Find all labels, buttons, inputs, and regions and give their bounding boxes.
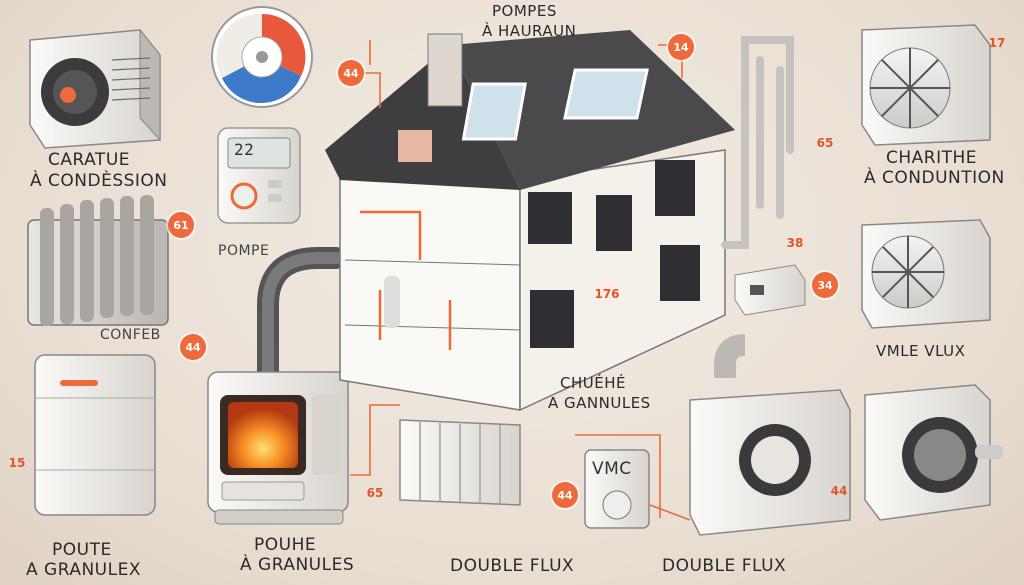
ventilation-drum-unit	[864, 384, 1003, 521]
label-double-flux-2: DOUBLE FLUX	[662, 556, 787, 576]
label-vmle-vlux: VMLE VLUX	[876, 342, 966, 360]
badge-65-bottom: 65	[366, 486, 384, 500]
label-caratue-line1: CARATUE	[48, 150, 131, 170]
badge-61-left: 61	[168, 212, 194, 238]
heat-pump-unit-mid-right	[861, 219, 991, 329]
junction-box	[734, 264, 806, 316]
cast-iron-radiator	[27, 195, 169, 326]
badge-176-house: 176	[594, 281, 620, 307]
thermostat	[217, 127, 301, 224]
pipes-assembly	[721, 36, 794, 249]
pellet-stove	[207, 247, 349, 525]
label-pompes-line1: POMPES	[492, 2, 557, 20]
label-chuehe-line1: CHUÉHÉ	[560, 374, 626, 392]
heat-pump-unit-top-left	[29, 28, 161, 149]
badge-14-top: 14	[668, 34, 694, 60]
badge-44-right: 44	[830, 484, 848, 498]
thermostat-display: 22	[234, 140, 255, 159]
label-caratue-line2: À CONDÈSSION	[30, 171, 168, 191]
label-pouhe-line2: À GRANULES	[240, 555, 355, 575]
label-vmc: VMC	[592, 459, 632, 479]
panel-radiator	[399, 419, 521, 506]
label-chariithe-line2: À CONDUNTION	[864, 168, 1005, 188]
badge-44-stove: 44	[180, 334, 206, 360]
badge-34-mid: 34	[812, 272, 838, 298]
boiler-cabinet-left	[34, 354, 156, 516]
badge-44-left: 44	[338, 60, 364, 86]
label-pompes-line2: À HAURAUN	[482, 22, 577, 40]
dial-gauge	[211, 6, 313, 108]
label-pompe: POMPE	[218, 243, 270, 259]
badge-15-left: 15	[8, 456, 26, 470]
label-confeb: CONFEB	[100, 327, 161, 343]
badge-65-right: 65	[816, 136, 834, 150]
label-pouite-line2: A GRANULEX	[26, 560, 141, 580]
badge-17-right: 17	[988, 36, 1006, 50]
label-double-flux-1: DOUBLE FLUX	[450, 556, 575, 576]
label-pouhe-line1: POUHE	[254, 535, 317, 555]
house-cutaway	[325, 30, 735, 412]
vmc-panel	[584, 449, 650, 529]
label-pouite-line1: POUTE	[52, 540, 112, 560]
badge-44-vmc: 44	[552, 482, 578, 508]
label-chuehe-line2: A GANNULES	[548, 394, 651, 412]
badge-38-mid: 38	[786, 236, 804, 250]
heat-pump-unit-top-right	[861, 24, 991, 146]
double-flux-unit	[689, 334, 851, 536]
label-chariithe-line1: CHARITHE	[886, 148, 978, 168]
